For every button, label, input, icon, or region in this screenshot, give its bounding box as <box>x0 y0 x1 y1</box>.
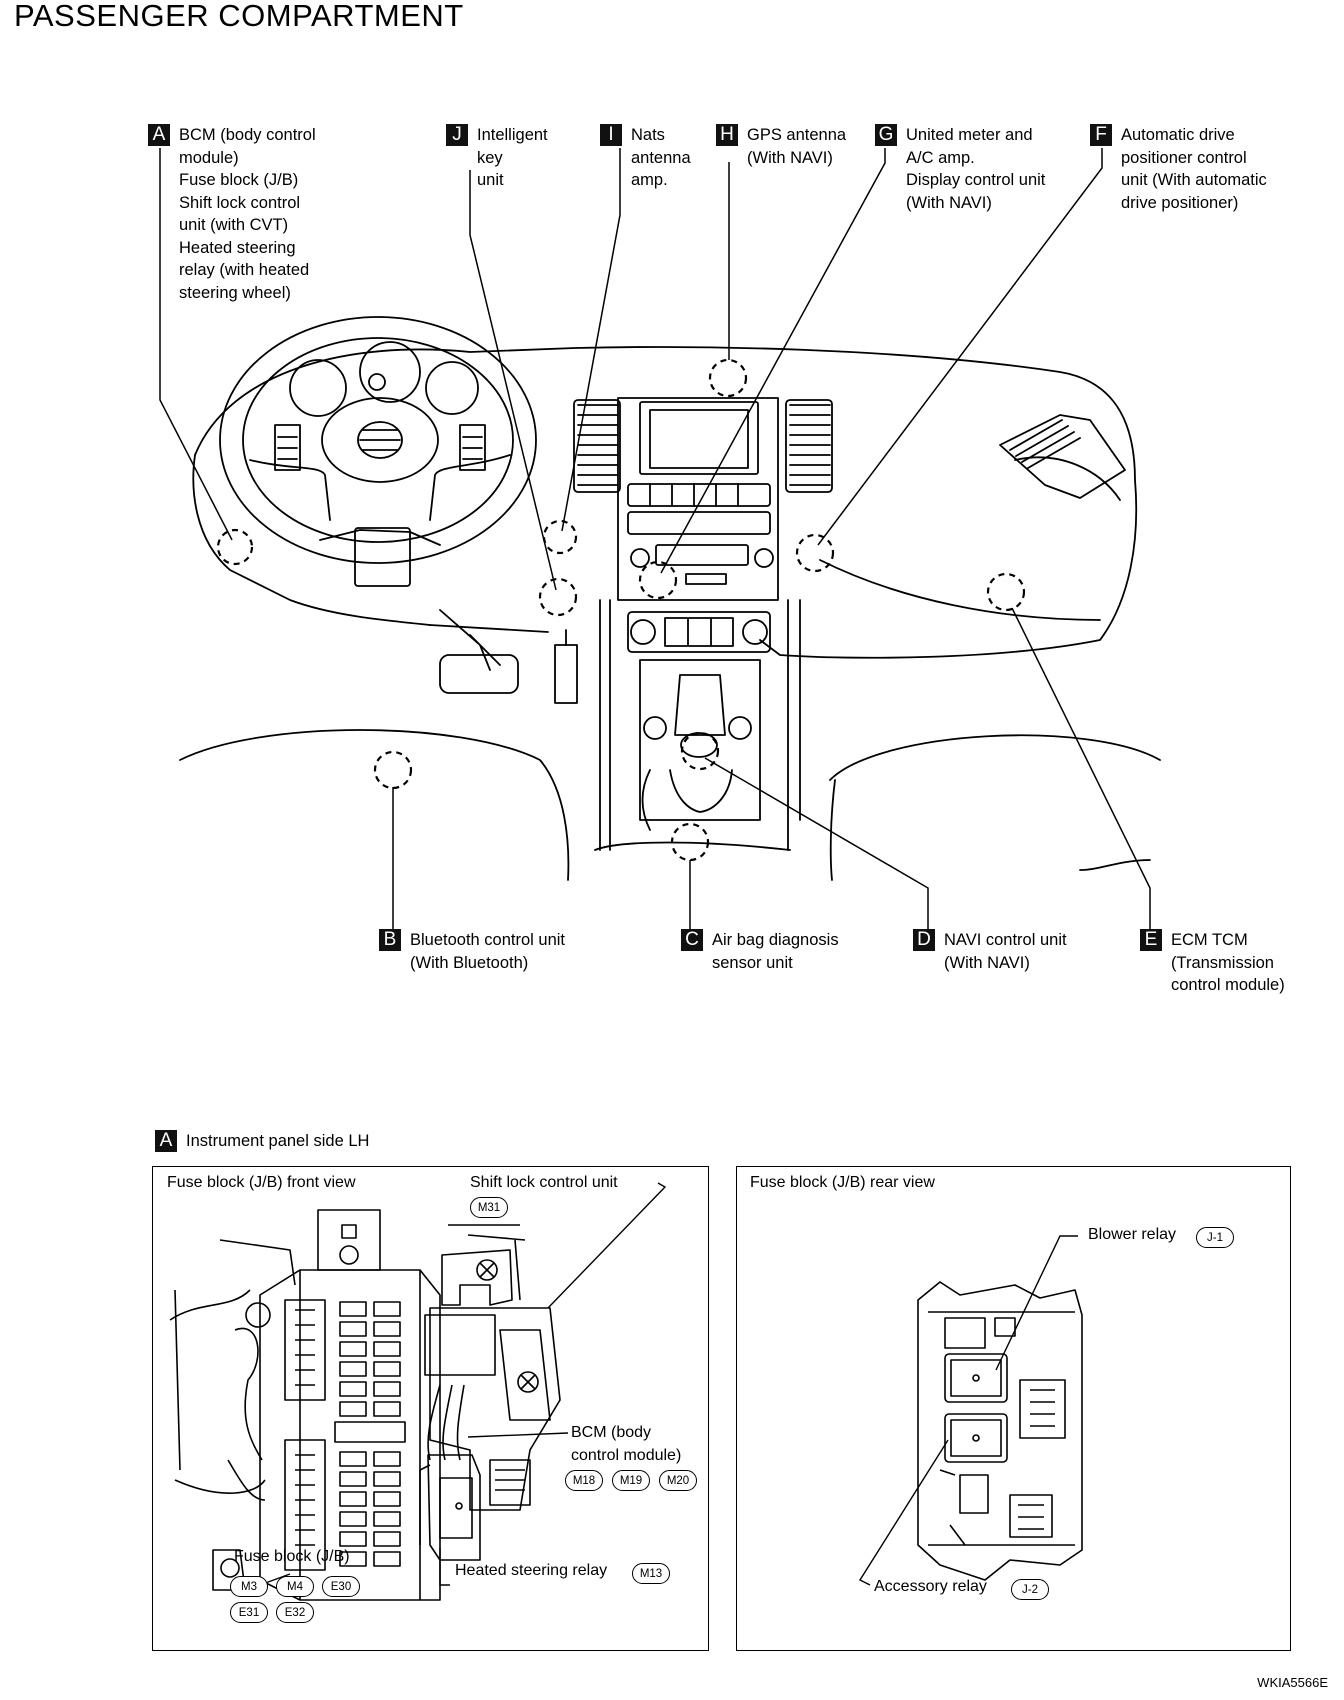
bcm-label-line-2: control module) <box>571 1447 682 1464</box>
callout-a-line: BCM (body control <box>179 126 316 144</box>
callout-a-line: module) <box>179 148 239 167</box>
dashboard-illustration <box>159 148 1161 935</box>
loc-circle-e <box>986 572 1026 612</box>
callout-letter-a: A <box>148 124 170 146</box>
callout-letter-b: B <box>379 929 401 951</box>
section-letter-a: A <box>155 1130 177 1152</box>
callout-j-line: unit <box>477 171 504 189</box>
callout-letter-h: H <box>716 124 738 146</box>
callout-letter-j: J <box>446 124 468 146</box>
callout-a-line: steering wheel) <box>179 283 291 302</box>
callout-j-line: Intelligent <box>477 126 548 144</box>
callout-f-line: unit (With automatic <box>1121 171 1267 189</box>
callout-c-line: Air bag diagnosis <box>712 931 839 949</box>
accessory-relay-label: Accessory relay <box>874 1578 987 1595</box>
loc-circle-j <box>538 577 578 617</box>
fuse-block-label: Fuse block (J/B) <box>234 1548 350 1565</box>
loc-circle-d <box>680 731 720 771</box>
rear-panel-title: Fuse block (J/B) rear view <box>750 1174 935 1191</box>
callout-g-line: United meter and <box>906 126 1033 144</box>
loc-circle-i <box>542 519 578 555</box>
loc-circle-b <box>373 750 413 790</box>
callout-f-line: Automatic drive <box>1121 126 1235 144</box>
leader-i <box>561 148 621 532</box>
steering-wheel <box>219 316 537 564</box>
callout-e-line: ECM TCM <box>1171 931 1248 949</box>
loc-circle-g <box>638 560 678 600</box>
callout-i-line: amp. <box>631 171 668 189</box>
callout-g-line: Display control unit <box>906 171 1046 189</box>
blower-relay-label: Blower relay <box>1088 1226 1177 1243</box>
callout-g-line: A/C amp. <box>906 148 975 167</box>
leader-g <box>660 148 886 574</box>
callout-a-line: unit (with CVT) <box>179 216 289 234</box>
bcm-label-line-1: BCM (body <box>571 1424 652 1441</box>
center-stack <box>617 397 779 601</box>
callout-b-line: Bluetooth control unit <box>410 931 566 949</box>
callout-j-line: key <box>477 148 503 167</box>
connector-pill: M18 <box>565 1470 603 1491</box>
page-title: PASSENGER COMPARTMENT <box>14 0 464 33</box>
callout-letter-g: G <box>875 124 897 146</box>
section-label: Instrument panel side LH <box>186 1132 370 1150</box>
callout-a-line: Fuse block (J/B) <box>179 171 299 189</box>
leader-a <box>159 148 233 541</box>
dashboard-outline <box>194 346 1138 659</box>
leader-d <box>704 757 929 935</box>
connector-pill: E32 <box>276 1602 314 1623</box>
callout-f-line: drive positioner) <box>1121 193 1239 212</box>
callout-c-line: sensor unit <box>712 953 793 972</box>
callout-a-line: Shift lock control <box>179 193 301 212</box>
callout-h-line: GPS antenna <box>747 126 847 144</box>
loc-circle-a <box>216 528 254 566</box>
connector-pill: J-1 <box>1196 1227 1234 1248</box>
connector-pill: E31 <box>230 1602 268 1623</box>
callout-letter-f: F <box>1090 124 1112 146</box>
callout-d-line: NAVI control unit <box>944 931 1067 949</box>
connector-pill: M19 <box>612 1470 650 1491</box>
connector-pill: M31 <box>470 1197 508 1218</box>
leader-e <box>1011 607 1151 935</box>
rear-view-panel <box>736 1166 1291 1651</box>
connector-pill: M13 <box>632 1563 670 1584</box>
connector-pill: E30 <box>322 1576 360 1597</box>
connector-pill: M20 <box>659 1470 697 1491</box>
callout-d-line: (With NAVI) <box>944 953 1030 972</box>
callout-f-line: positioner control <box>1121 148 1247 167</box>
callout-a-line: Heated steering <box>179 238 296 257</box>
callout-letter-i: I <box>600 124 622 146</box>
connector-pill: M4 <box>276 1576 314 1597</box>
callout-letter-d: D <box>913 929 935 951</box>
callout-a-line: relay (with heated <box>179 261 310 279</box>
connector-pill: M3 <box>230 1576 268 1597</box>
right-seat <box>829 734 1161 781</box>
callout-letter-c: C <box>681 929 703 951</box>
shift-lock-label: Shift lock control unit <box>470 1174 618 1191</box>
callout-i-line: antenna <box>631 148 691 167</box>
callout-i-line: Nats <box>631 126 665 144</box>
callout-h-line: (With NAVI) <box>747 148 833 167</box>
left-seat <box>179 729 570 881</box>
callout-b-line: (With Bluetooth) <box>410 953 529 972</box>
heated-relay-label: Heated steering relay <box>455 1562 608 1579</box>
callout-e-line: (Transmission <box>1171 953 1274 972</box>
connector-pill: J-2 <box>1011 1579 1049 1600</box>
figure-code: WKIA5566E <box>1257 1675 1328 1690</box>
loc-circle-h <box>708 358 748 398</box>
loc-circle-c <box>670 822 710 862</box>
callout-letter-e: E <box>1140 929 1162 951</box>
loc-circle-f <box>795 533 835 573</box>
callout-g-line: (With NAVI) <box>906 193 992 212</box>
callout-e-line: control module) <box>1171 976 1285 994</box>
front-view-panel <box>152 1166 709 1651</box>
leader-j <box>469 170 557 591</box>
front-panel-title: Fuse block (J/B) front view <box>167 1174 356 1191</box>
leader-f <box>817 148 1103 546</box>
